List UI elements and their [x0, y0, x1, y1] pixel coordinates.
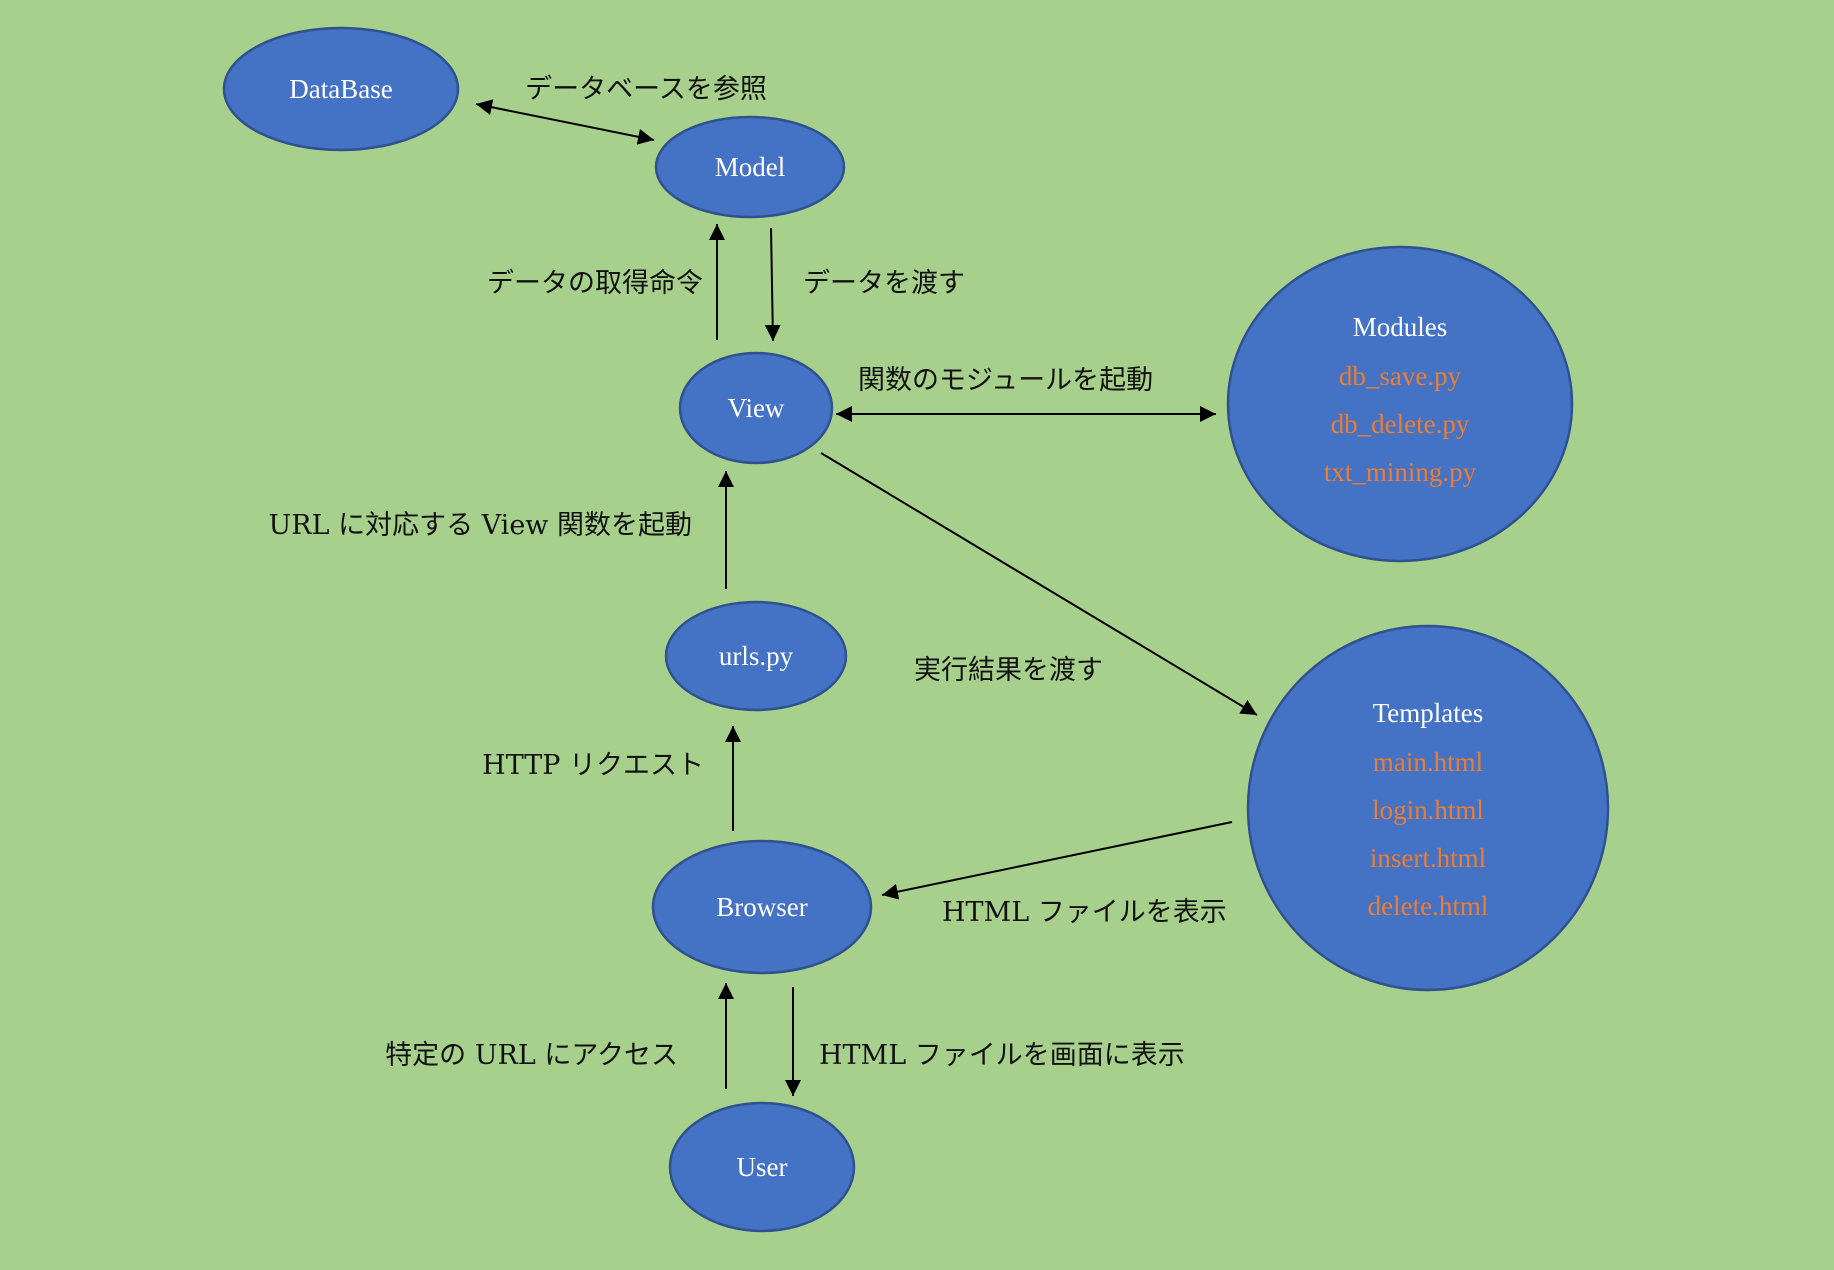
- node-database: DataBase: [222, 26, 460, 152]
- browser-title: Browser: [716, 892, 807, 922]
- modules-circle: [1226, 245, 1574, 563]
- model-title: Model: [715, 152, 786, 182]
- edge-templates-to-browser: HTML ファイルを表示: [881, 821, 1233, 928]
- templates-item-login: login.html: [1372, 795, 1484, 825]
- database-model-arrow: [475, 99, 655, 145]
- model-to-view-arrow: [764, 227, 781, 342]
- templates-circle: [1246, 624, 1610, 992]
- view-to-templates-label: 実行結果を渡す: [914, 655, 1103, 686]
- edge-urls-to-view: URL に対応する View 関数を起動: [268, 471, 734, 589]
- view-title: View: [728, 393, 785, 423]
- user-title: User: [737, 1152, 788, 1182]
- edge-browser-to-urls: HTTP リクエスト: [482, 726, 741, 831]
- templates-item-insert: insert.html: [1370, 843, 1486, 873]
- model-to-view-label: データを渡す: [803, 268, 965, 299]
- templates-to-browser-arrow: [881, 821, 1233, 900]
- node-templates: Templates main.html login.html insert.ht…: [1246, 624, 1610, 992]
- view-modules-label: 関数のモジュールを起動: [858, 365, 1153, 396]
- node-urls: urls.py: [664, 600, 848, 712]
- urls-ellipse: [664, 600, 848, 712]
- edge-database-model: データベースを参照: [475, 74, 767, 145]
- node-view: View: [678, 351, 834, 465]
- user-to-browser-label: 特定の URL にアクセス: [385, 1040, 678, 1071]
- urls-to-view-label: URL に対応する View 関数を起動: [268, 510, 692, 541]
- edge-view-to-model: データの取得命令: [487, 224, 725, 340]
- database-ellipse: [222, 26, 460, 152]
- modules-title: Modules: [1353, 312, 1448, 342]
- view-ellipse: [678, 351, 834, 465]
- templates-to-browser-label: HTML ファイルを表示: [942, 897, 1227, 928]
- edge-browser-to-user: HTML ファイルを画面に表示: [785, 987, 1185, 1096]
- browser-to-urls-label: HTTP リクエスト: [482, 750, 704, 781]
- model-ellipse: [654, 115, 846, 219]
- user-ellipse: [668, 1101, 856, 1233]
- templates-item-delete: delete.html: [1368, 891, 1489, 921]
- view-to-model-label: データの取得命令: [487, 268, 703, 299]
- templates-item-main: main.html: [1373, 747, 1483, 777]
- node-user: User: [668, 1101, 856, 1233]
- modules-item-txt-mining: txt_mining.py: [1324, 457, 1477, 487]
- browser-to-user-label: HTML ファイルを画面に表示: [819, 1040, 1185, 1071]
- database-model-label: データベースを参照: [525, 74, 767, 105]
- node-model: Model: [654, 115, 846, 219]
- edge-model-to-view: データを渡す: [764, 227, 965, 342]
- edge-view-to-templates: 実行結果を渡す: [820, 452, 1258, 716]
- modules-item-db-save: db_save.py: [1339, 361, 1462, 391]
- templates-title: Templates: [1373, 698, 1484, 728]
- view-to-templates-arrow: [820, 452, 1258, 716]
- database-title: DataBase: [289, 74, 392, 104]
- edge-user-to-browser: 特定の URL にアクセス: [385, 983, 734, 1089]
- modules-item-db-delete: db_delete.py: [1331, 409, 1470, 439]
- urls-title: urls.py: [719, 641, 794, 671]
- node-browser: Browser: [651, 839, 873, 975]
- browser-ellipse: [651, 839, 873, 975]
- edge-view-modules: 関数のモジュールを起動: [836, 365, 1216, 422]
- node-modules: Modules db_save.py db_delete.py txt_mini…: [1226, 245, 1574, 563]
